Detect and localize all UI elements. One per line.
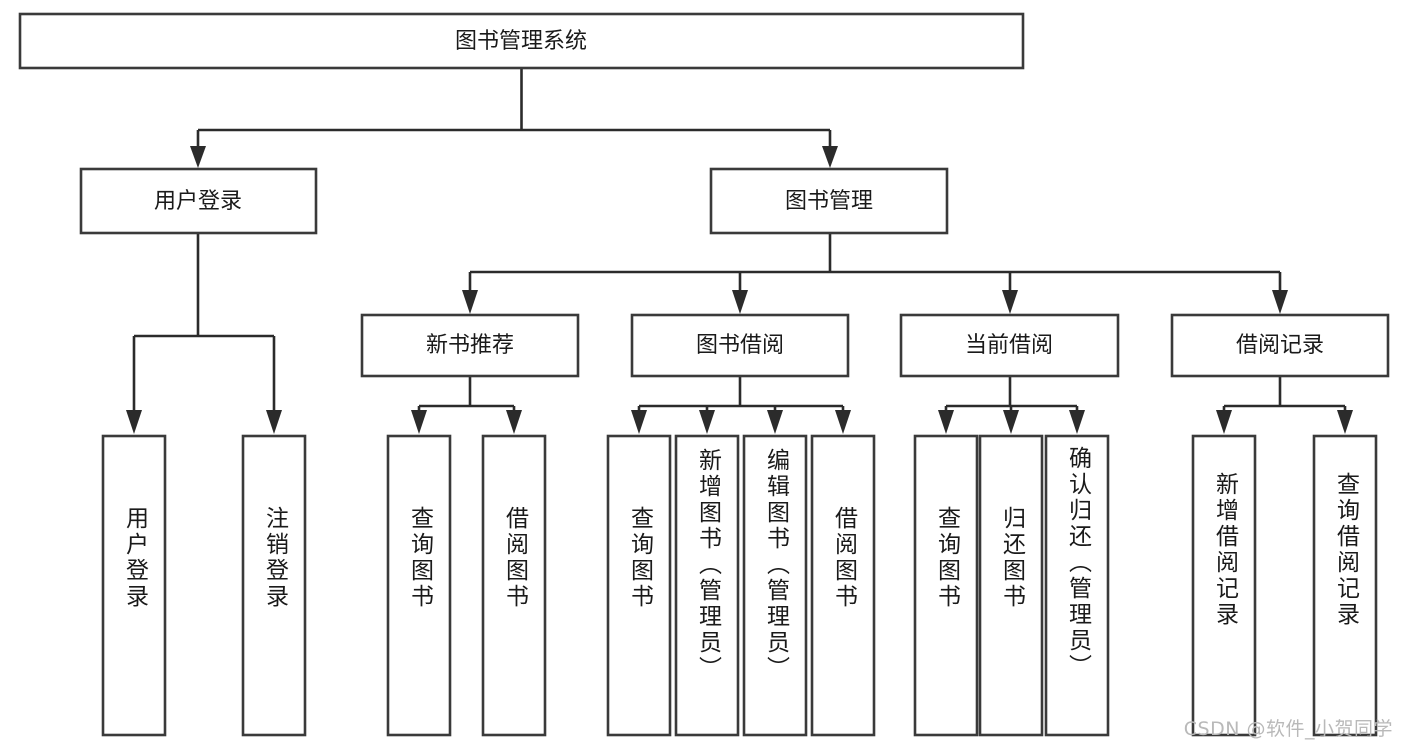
arrow-new-book-leaf-1 [411, 410, 427, 434]
node-box-leaf-current-borrow-3[interactable] [1044, 434, 1110, 737]
arrow-current-borrow-leaf-1 [938, 410, 954, 434]
connectors-group [126, 68, 1353, 434]
node-label-borrow-record: 借阅记录 [1236, 333, 1324, 358]
node-box-leaf-borrow-record-2[interactable] [1312, 434, 1378, 737]
arrow-borrow-record-leaf-1 [1216, 410, 1232, 434]
node-box-leaf-current-borrow-1[interactable] [913, 434, 979, 737]
node-label-book-borrow: 图书借阅 [696, 333, 784, 358]
node-box-leaf-new-book-1[interactable] [386, 434, 452, 737]
node-box-leaf-book-borrow-4[interactable] [810, 434, 876, 737]
arrow-book-borrow-leaf-2 [699, 410, 715, 434]
nodes-group: 图书管理系统 用户登录 图书管理 新书推荐 图书借阅 当前借阅 借阅记录 [18, 12, 1390, 737]
node-box-leaf-new-book-2[interactable] [481, 434, 547, 737]
node-box-leaf-borrow-record-1[interactable] [1191, 434, 1257, 737]
node-box-leaf-current-borrow-2[interactable] [978, 434, 1044, 737]
node-box-leaf-user-login-1[interactable] [101, 434, 167, 737]
arrow-root-to-book-manage [822, 146, 838, 168]
arrow-user-login-leaf-1 [126, 410, 142, 434]
node-label-new-book-recommend: 新书推荐 [426, 333, 514, 358]
arrow-to-new-book-recommend [462, 290, 478, 314]
arrow-root-to-user-login [190, 146, 206, 168]
arrow-book-borrow-leaf-1 [631, 410, 647, 434]
node-box-new-book-recommend[interactable] [360, 313, 580, 378]
node-box-book-manage[interactable] [709, 167, 949, 235]
arrow-to-book-borrow [732, 290, 748, 314]
csdn-watermark: CSDN @软件_小贺同学 [1183, 718, 1393, 740]
node-box-root[interactable] [18, 12, 1025, 70]
arrow-current-borrow-leaf-2 [1003, 410, 1019, 434]
arrow-user-login-leaf-2 [266, 410, 282, 434]
arrow-current-borrow-leaf-3 [1069, 410, 1085, 434]
node-box-leaf-book-borrow-1[interactable] [606, 434, 672, 737]
node-box-user-login[interactable] [79, 167, 318, 235]
node-label-user-login: 用户登录 [154, 189, 242, 214]
arrow-new-book-leaf-2 [506, 410, 522, 434]
arrow-borrow-record-leaf-2 [1337, 410, 1353, 434]
arrow-to-borrow-record [1272, 290, 1288, 314]
node-box-current-borrow[interactable] [899, 313, 1120, 378]
node-box-book-borrow[interactable] [630, 313, 850, 378]
arrow-book-borrow-leaf-3 [767, 410, 783, 434]
node-box-leaf-book-borrow-2[interactable] [674, 434, 740, 737]
arrow-book-borrow-leaf-4 [835, 410, 851, 434]
node-label-current-borrow: 当前借阅 [965, 333, 1053, 358]
node-label-root: 图书管理系统 [455, 29, 587, 54]
node-box-borrow-record[interactable] [1170, 313, 1390, 378]
node-box-leaf-book-borrow-3[interactable] [742, 434, 808, 737]
arrow-to-current-borrow [1002, 290, 1018, 314]
node-box-leaf-user-login-2[interactable] [241, 434, 307, 737]
node-label-book-manage: 图书管理 [785, 189, 873, 214]
